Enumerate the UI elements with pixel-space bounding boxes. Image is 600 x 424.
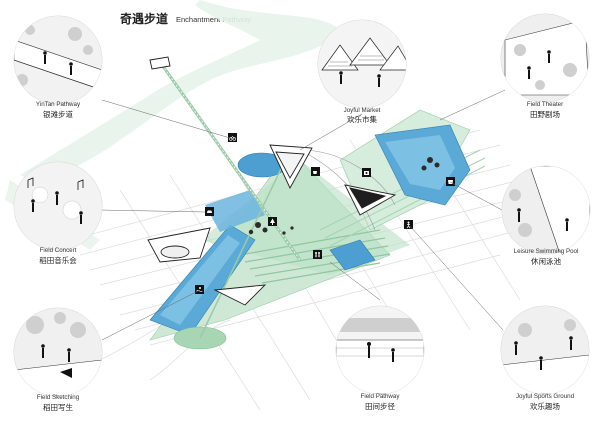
vignette-label-cn: 田间步径 bbox=[365, 401, 395, 411]
swim-icon bbox=[195, 285, 204, 294]
vignette-label-en: Joyful Market bbox=[344, 107, 381, 114]
axis-path bbox=[158, 61, 396, 350]
vignette-label-cn: 稻田音乐会 bbox=[39, 255, 77, 265]
vignette-label-cn: 稻田写生 bbox=[43, 402, 73, 412]
walker-icon bbox=[404, 220, 413, 229]
vignette-theater: Field Theater 田野剧场 bbox=[500, 13, 590, 119]
pavilions bbox=[147, 56, 397, 306]
leader-lines bbox=[99, 89, 506, 341]
gate-marker bbox=[149, 56, 171, 70]
vignette-label-en: Field Pathway bbox=[361, 393, 401, 400]
vignette-sports: Joyful Sports Ground 欢乐趣场 bbox=[500, 305, 590, 411]
title-cn: 奇遇步道 bbox=[120, 11, 168, 26]
title-block: 奇遇步道 Enchantment Pathway bbox=[120, 11, 251, 26]
tree-clusters bbox=[248, 157, 440, 235]
vignette-label-en: YinTan Pathway bbox=[36, 101, 81, 108]
shopping-icon bbox=[446, 177, 455, 186]
family-icon bbox=[313, 250, 322, 259]
vignette-pathway: Field Pathway 田间步径 bbox=[335, 305, 425, 411]
tree-icon bbox=[268, 217, 277, 226]
cloud-icon bbox=[205, 207, 214, 216]
camera-icon bbox=[362, 168, 371, 177]
vignette-sketch: Field Sketching 稻田写生 bbox=[13, 307, 103, 412]
vignette-label-en: Field Concert bbox=[40, 247, 77, 254]
vignette-label-en: Field Theater bbox=[527, 101, 563, 108]
bicycle-icon bbox=[228, 133, 237, 142]
vignette-pool: Leisure Swimming Pool 休闲泳池 bbox=[501, 165, 591, 266]
vignette-yintan: YinTan Pathway 银滩步道 bbox=[13, 15, 103, 119]
vignette-label-en: Joyful Sports Ground bbox=[516, 393, 575, 400]
title-en: Enchantment Pathway bbox=[176, 15, 251, 24]
pavilion-bottom bbox=[213, 284, 267, 306]
vignette-concert: Field Concert 稻田音乐会 bbox=[13, 161, 103, 265]
vignette-label-en: Field Sketching bbox=[37, 394, 80, 401]
cafe-icon bbox=[311, 167, 320, 176]
vignette-label-cn: 欢乐市集 bbox=[347, 114, 377, 124]
vignette-label-cn: 休闲泳池 bbox=[531, 256, 561, 266]
vignette-label-en: Leisure Swimming Pool bbox=[514, 248, 579, 255]
vignette-label-cn: 田野剧场 bbox=[530, 110, 560, 119]
vignette-label-cn: 银滩步道 bbox=[43, 109, 73, 119]
water-bodies bbox=[149, 124, 471, 336]
vignette-market: Joyful Market 欢乐市集 bbox=[317, 19, 407, 124]
vignette-label-cn: 欢乐趣场 bbox=[530, 401, 560, 411]
